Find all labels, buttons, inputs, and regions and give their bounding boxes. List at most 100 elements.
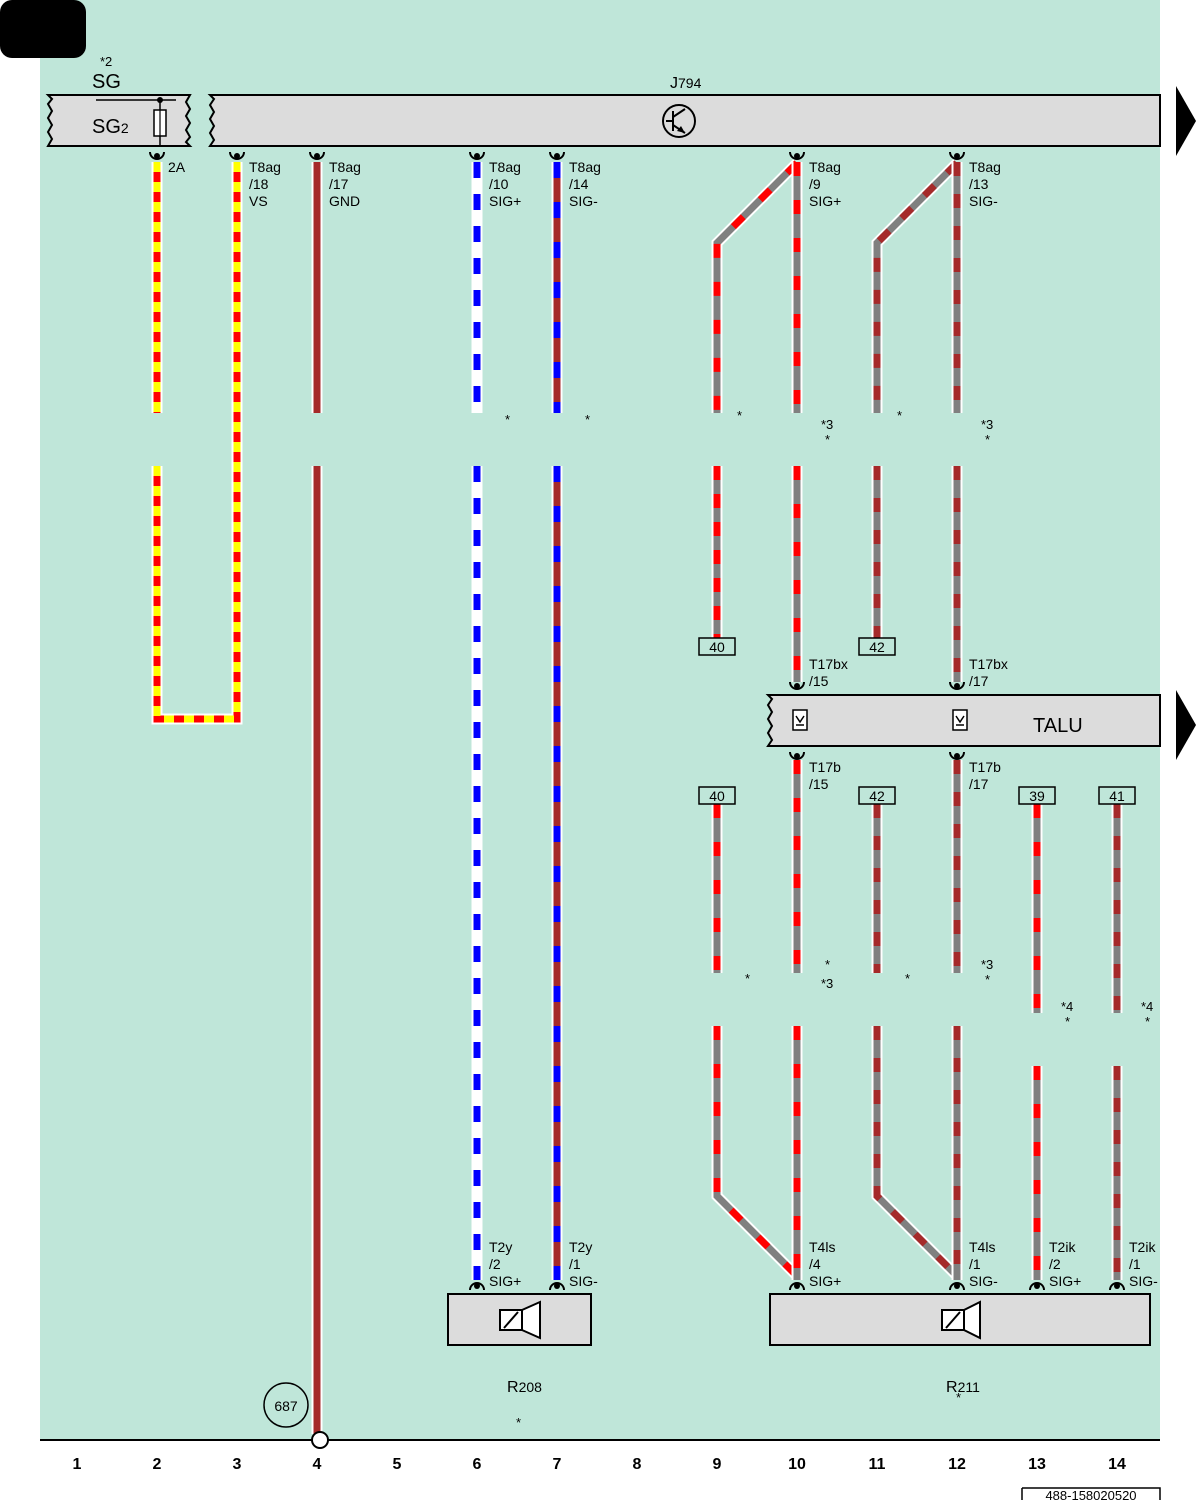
column-number: 10 [788, 1456, 806, 1473]
r208-star: * [516, 1415, 521, 1430]
r211-label: R211 [946, 1379, 980, 1396]
r211-speaker: R211 * [769, 1293, 1151, 1405]
reference-box: 42 [858, 786, 896, 805]
reference-box: 40 [698, 786, 736, 805]
pin-symbols [149, 151, 1125, 1291]
note-c9-bot: * [745, 971, 750, 986]
wire-notes: * * * *3* * *3* * **3 * *3* *4* *4* [505, 408, 1153, 1029]
wire-c9-bot [713, 1026, 800, 1279]
note-c14: *4* [1141, 999, 1153, 1029]
wire-c2-c3-loop-stripe [153, 162, 241, 723]
note-c10-bot: **3 [821, 957, 833, 991]
reference-box: 41 [1098, 786, 1136, 805]
note-c12-bot: *3* [981, 957, 993, 987]
sg-note: *2 [100, 54, 112, 69]
note-c11-bot: * [905, 971, 910, 986]
talu-label: TALU [1033, 715, 1083, 737]
pin-label-c12-talu-top: T17bx/17 [969, 656, 1008, 689]
ground-reference: 687 [263, 1382, 309, 1428]
pin-connector-icon [789, 751, 805, 760]
j794-label: J794 [670, 75, 702, 92]
column-number: 12 [948, 1456, 966, 1473]
pin-connector-icon [549, 1282, 565, 1291]
ground-ref-number: 687 [274, 1398, 298, 1414]
note-c13: *4* [1061, 999, 1073, 1029]
column-number: 7 [553, 1456, 562, 1473]
j794-control-unit: J794 [207, 75, 1161, 147]
reference-number: 40 [709, 788, 725, 804]
column-number: 3 [233, 1456, 242, 1473]
document-id: 488-158020520 [1045, 1488, 1136, 1500]
column-number: 4 [313, 1456, 322, 1473]
reference-number: 41 [1109, 788, 1125, 804]
pin-connector-icon [1029, 1282, 1045, 1291]
column-number: 9 [713, 1456, 722, 1473]
pin-connector-icon [229, 151, 245, 160]
wire-c9-top [713, 160, 800, 413]
pin-connector-icon [149, 151, 165, 160]
reference-box: 39 [1018, 786, 1056, 805]
pin-connector-icon [789, 681, 805, 690]
sg-label: SG2 [92, 116, 129, 138]
speaker-icon [499, 1300, 541, 1340]
column-number: 2 [153, 1456, 162, 1473]
column-number: 1 [73, 1456, 82, 1473]
continuation-arrow-icon [1176, 86, 1196, 156]
j794-box [207, 94, 1161, 147]
pin-connector-icon [949, 681, 965, 690]
continuation-arrow-icon [1176, 690, 1196, 760]
pin-connector-icon [789, 151, 805, 160]
column-number: 13 [1028, 1456, 1046, 1473]
pin-connector-icon [309, 151, 325, 160]
pin-label-2a: 2A [168, 159, 186, 175]
ground-point [311, 1431, 329, 1449]
pin-connector-icon [949, 1282, 965, 1291]
pin-label-c12-talu-bot: T17b/17 [969, 759, 1001, 792]
sg-name: SG [92, 71, 121, 93]
column-number: 6 [473, 1456, 482, 1473]
connector-symbol-icon [952, 709, 968, 731]
speaker-icon [941, 1300, 981, 1340]
pin-connector-icon [469, 151, 485, 160]
wire-c11-top-stripe [873, 160, 960, 413]
pin-connector-icon [949, 751, 965, 760]
pin-connector-icon [789, 1282, 805, 1291]
column-number: 8 [633, 1456, 642, 1473]
pin-label-c10-talu-top: T17bx/15 [809, 656, 848, 689]
note-c11-top: * [897, 408, 902, 423]
connector-symbol-icon [792, 709, 808, 731]
note-c12-top: *3* [981, 417, 993, 447]
talu-connector-block: TALU [765, 694, 1161, 747]
note-c6: * [505, 412, 510, 427]
page-corner-tab [0, 0, 86, 58]
column-number: 14 [1108, 1456, 1126, 1473]
pin-label-c10-talu-bot: T17b/15 [809, 759, 841, 792]
transistor-icon [662, 104, 696, 138]
column-number: 5 [393, 1456, 402, 1473]
column-number: 11 [869, 1456, 886, 1473]
reference-number: 39 [1029, 788, 1045, 804]
reference-box: 40 [698, 637, 736, 656]
reference-number: 40 [709, 639, 725, 655]
reference-number: 42 [869, 788, 885, 804]
note-c7: * [585, 412, 590, 427]
document-id-box: 488-158020520 [1021, 1487, 1161, 1500]
wires-layer [151, 159, 1123, 1434]
r208-label: R208 [507, 1379, 542, 1396]
wire-c11-bot-stripe [873, 1026, 960, 1279]
